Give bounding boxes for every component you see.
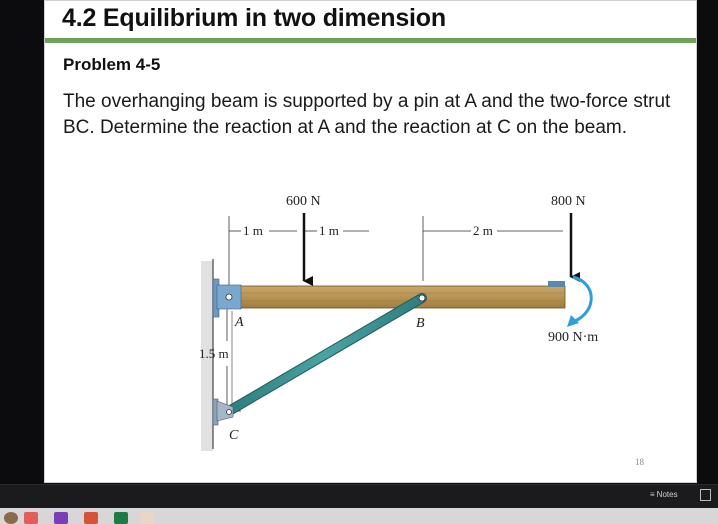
status-bar: ≡ Notes [0, 484, 718, 508]
point-a-label: A [234, 315, 244, 330]
moment-label: 900 N·m [548, 330, 598, 345]
pin-support-c [212, 398, 234, 426]
dim-label-3: 2 m [473, 223, 493, 238]
dim-label-height: 1.5 m [199, 346, 229, 361]
end-plate [548, 281, 565, 287]
dim-label-1: 1 m [243, 223, 263, 238]
onenote-icon[interactable] [54, 512, 68, 524]
load-label-800n: 800 N [551, 194, 586, 209]
moment-arrow [572, 275, 593, 323]
pin-support-a [212, 278, 242, 318]
dim-label-2: 1 m [319, 223, 339, 238]
notes-icon: ≡ [650, 490, 655, 499]
problem-heading: Problem 4-5 [63, 55, 161, 74]
powerpoint-icon[interactable] [84, 512, 98, 524]
point-b-label: B [416, 316, 425, 331]
problem-statement: The overhanging beam is supported by a p… [63, 91, 671, 138]
file-icon[interactable] [140, 512, 154, 524]
beam-diagram: 1 m 1 m 2 m 1.5 m A B C 600 N 8 [199, 194, 598, 451]
notes-label: Notes [656, 490, 678, 499]
notes-button[interactable]: ≡ Notes [650, 490, 678, 499]
taskbar [0, 508, 718, 524]
slide-title: 4.2 Equilibrium in two dimension [62, 4, 446, 32]
load-label-600n: 600 N [286, 194, 321, 209]
excel-icon[interactable] [114, 512, 128, 524]
normal-view-button[interactable] [700, 489, 711, 501]
point-c-label: C [229, 428, 239, 443]
slide: 4.2 Equilibrium in two dimension Problem… [44, 0, 697, 483]
chrome-icon[interactable] [4, 512, 18, 524]
teams-icon[interactable] [24, 512, 38, 524]
slide-number: 18 [635, 457, 644, 467]
title-divider [45, 38, 696, 43]
